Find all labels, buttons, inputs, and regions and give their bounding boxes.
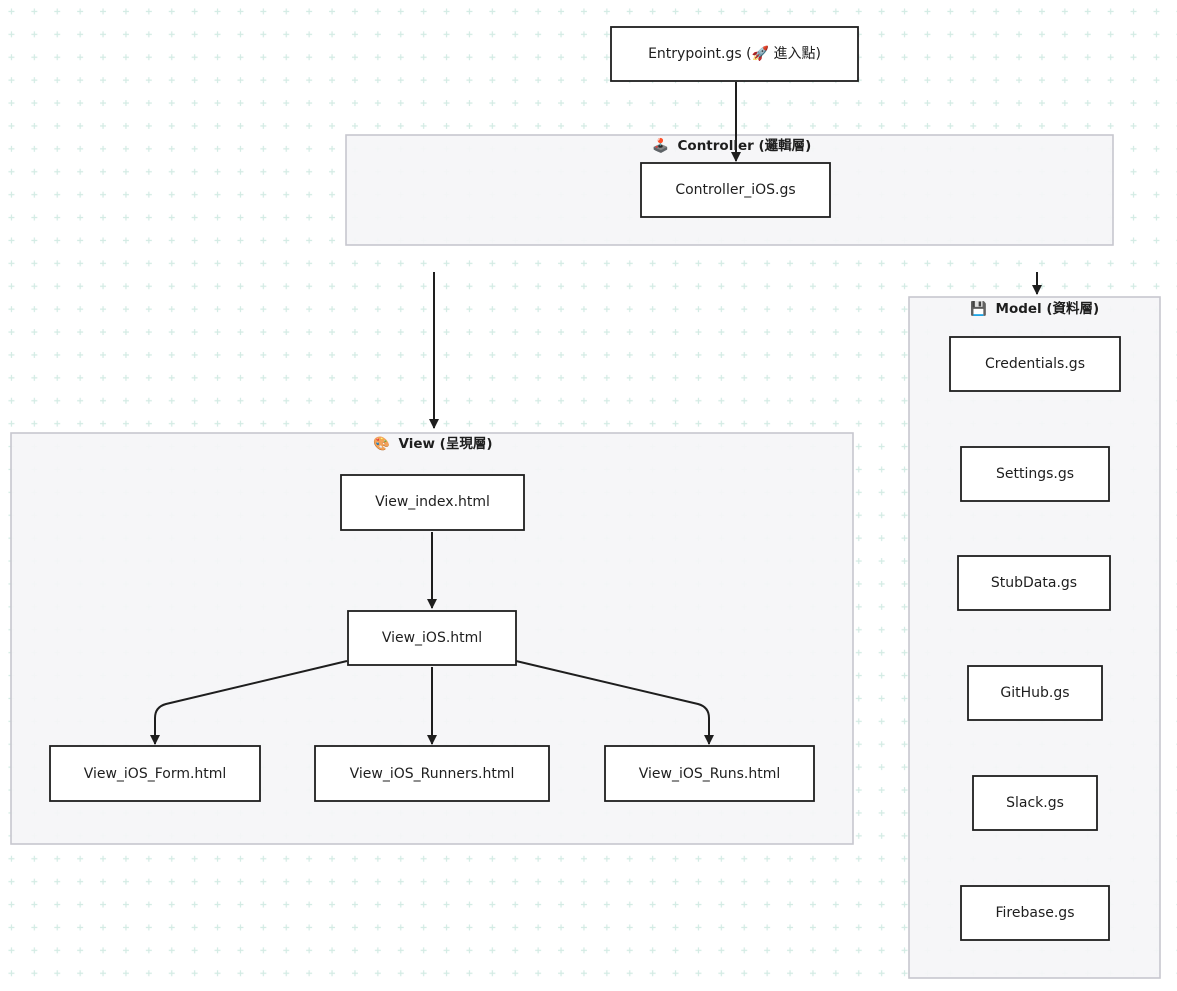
joystick-icon: 🕹️ bbox=[652, 137, 669, 154]
node-settings[interactable]: Settings.gs bbox=[960, 446, 1110, 502]
node-entrypoint-label: Entrypoint.gs (🚀 進入點) bbox=[648, 45, 821, 62]
palette-icon: 🎨 bbox=[373, 435, 390, 452]
model-group-label: 💾 Model (資料層) bbox=[970, 300, 1099, 317]
node-view-ios-runs-label: View_iOS_Runs.html bbox=[639, 766, 781, 782]
node-view-ios-runners[interactable]: View_iOS_Runners.html bbox=[314, 745, 550, 802]
node-stubdata-box bbox=[957, 555, 1111, 611]
node-view-ios-form[interactable]: View_iOS_Form.html bbox=[49, 745, 261, 802]
node-firebase-box bbox=[960, 885, 1110, 941]
node-credentials-label: Credentials.gs bbox=[985, 356, 1085, 372]
model-group-box bbox=[908, 296, 1161, 979]
controller-group-label: 🕹️ Controller (邏輯層) bbox=[652, 137, 811, 154]
node-slack[interactable]: Slack.gs bbox=[972, 775, 1098, 831]
node-slack-box bbox=[972, 775, 1098, 831]
node-view-index[interactable]: View_index.html bbox=[340, 474, 525, 531]
node-controller-ios[interactable]: Controller_iOS.gs bbox=[640, 162, 831, 218]
edges bbox=[150, 82, 1042, 745]
node-settings-label: Settings.gs bbox=[996, 466, 1074, 482]
node-view-index-label: View_index.html bbox=[375, 494, 490, 510]
node-firebase-label: Firebase.gs bbox=[996, 905, 1075, 921]
node-entrypoint-box bbox=[610, 26, 859, 82]
node-github-box bbox=[967, 665, 1103, 721]
node-view-ios-runs-box bbox=[604, 745, 815, 802]
node-view-ios-runners-label: View_iOS_Runners.html bbox=[350, 766, 515, 782]
node-entrypoint[interactable]: Entrypoint.gs (🚀 進入點) bbox=[610, 26, 859, 82]
node-view-ios-runs[interactable]: View_iOS_Runs.html bbox=[604, 745, 815, 802]
node-stubdata-label: StubData.gs bbox=[991, 575, 1077, 591]
edge-view-ios-to-view-ios-form bbox=[150, 660, 348, 745]
node-controller-ios-box bbox=[640, 162, 831, 218]
node-view-ios-label: View_iOS.html bbox=[382, 630, 482, 646]
node-view-index-box bbox=[340, 474, 525, 531]
node-stubdata[interactable]: StubData.gs bbox=[957, 555, 1111, 611]
node-settings-box bbox=[960, 446, 1110, 502]
node-controller-ios-label: Controller_iOS.gs bbox=[675, 182, 795, 198]
node-view-ios-box bbox=[347, 610, 517, 666]
view-group-label: 🎨 View (呈現層) bbox=[373, 435, 493, 452]
node-view-ios-form-box bbox=[49, 745, 261, 802]
node-slack-label: Slack.gs bbox=[1006, 795, 1064, 811]
node-github[interactable]: GitHub.gs bbox=[967, 665, 1103, 721]
model-group[interactable]: 💾 Model (資料層) bbox=[908, 296, 1161, 979]
node-credentials[interactable]: Credentials.gs bbox=[949, 336, 1121, 392]
node-firebase[interactable]: Firebase.gs bbox=[960, 885, 1110, 941]
node-credentials-box bbox=[949, 336, 1121, 392]
edge-view-ios-to-view-ios-runs bbox=[515, 660, 714, 745]
node-view-ios[interactable]: View_iOS.html bbox=[347, 610, 517, 666]
node-view-ios-runners-box bbox=[314, 745, 550, 802]
floppy-disk-icon: 💾 bbox=[970, 300, 987, 317]
node-view-ios-form-label: View_iOS_Form.html bbox=[84, 766, 227, 782]
node-github-label: GitHub.gs bbox=[1000, 685, 1069, 701]
